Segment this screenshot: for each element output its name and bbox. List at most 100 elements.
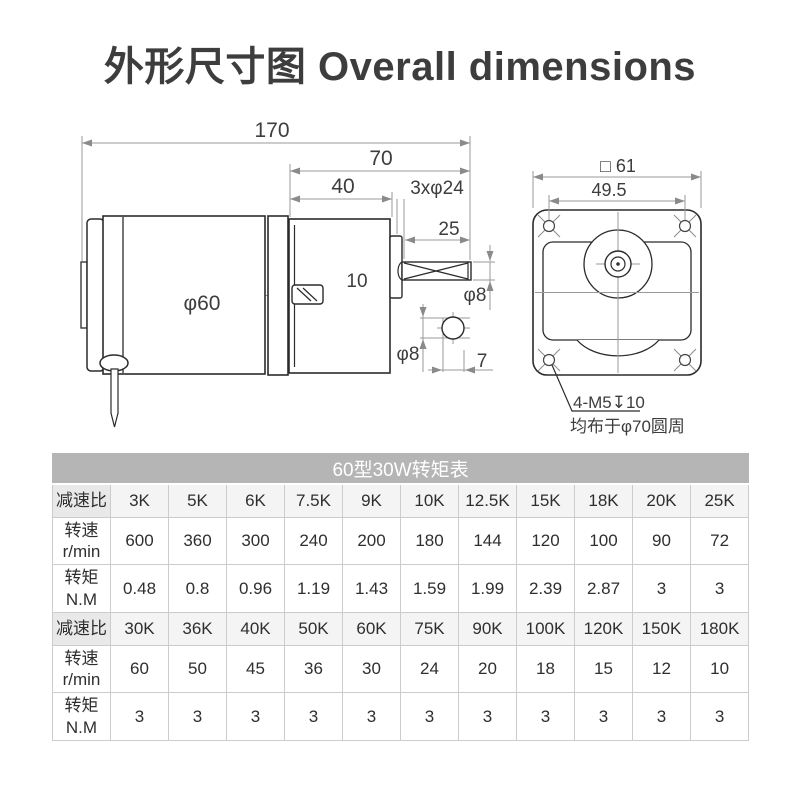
table-cell: 3 [284, 692, 343, 741]
table-cell: 30K [110, 612, 169, 646]
table-cell: 9K [342, 483, 401, 518]
row-label-torque-unit: N.M [65, 589, 98, 609]
table-cell: 3 [110, 692, 169, 741]
table-cell: 24 [400, 645, 459, 693]
table-cell: 3 [226, 692, 285, 741]
dimension-drawing: 170 70 40 3xφ24 25 10 φ60 φ8 φ8 7 [80, 119, 702, 436]
table-cell: 200 [342, 517, 401, 565]
mounting-note-line1: 4-M5↧10 [573, 393, 645, 412]
table-cell: 3 [168, 692, 227, 741]
table-cell: 12.5K [458, 483, 517, 518]
table-cell: 144 [458, 517, 517, 565]
table-cell: 20 [458, 645, 517, 693]
table-cell: 3 [574, 692, 633, 741]
table-cell: 15 [574, 645, 633, 693]
table-cell: 3 [632, 692, 691, 741]
table-cell: 36 [284, 645, 343, 693]
row-label-speed: 转速 r/min [52, 517, 111, 565]
row-label-torque-cn: 转矩 [64, 696, 99, 716]
table-cell: 30 [342, 645, 401, 693]
table-cell: 120 [516, 517, 575, 565]
table-cell: 7.5K [284, 483, 343, 518]
table-cell: 60K [342, 612, 401, 646]
table-cell: 0.8 [168, 564, 227, 613]
table-row-speed-1: 转速 r/min 600 360 300 240 200 180 144 120… [52, 517, 750, 565]
row-label-torque: 转矩 N.M [52, 692, 111, 741]
table-cell: 60 [110, 645, 169, 693]
table-title-row: 60型30W转矩表 [51, 453, 750, 485]
table-cell: 180 [400, 517, 459, 565]
mounting-holes [537, 214, 697, 372]
table-cell: 2.39 [516, 564, 575, 613]
table-cell: 6K [226, 483, 285, 518]
table-cell: 3 [400, 692, 459, 741]
table-cell: 18K [574, 483, 633, 518]
dim-boss-diameter: 3xφ24 [410, 178, 464, 199]
table-cell: 25K [689, 483, 750, 518]
motor-side-view: 170 70 40 3xφ24 25 10 φ60 φ8 φ8 7 [80, 119, 495, 428]
table-cell: 3 [458, 692, 517, 741]
torque-table: 60型30W转矩表 减速比 3K 5K 6K 7.5K 9K 10K 12.5K… [51, 453, 750, 741]
table-cell: 15K [516, 483, 575, 518]
table-cell: 180K [689, 612, 750, 646]
row-label-speed: 转速 r/min [52, 645, 111, 693]
table-cell: 600 [110, 517, 169, 565]
table-cell: 3 [632, 564, 691, 613]
table-cell: 90 [632, 517, 691, 565]
table-cell: 100K [516, 612, 575, 646]
table-cell: 75K [400, 612, 459, 646]
row-label-ratio: 减速比 [52, 612, 111, 646]
table-cell: 5K [168, 483, 227, 518]
dim-rear-shaft-diameter: φ8 [397, 344, 420, 365]
row-label-speed-unit: r/min [62, 670, 101, 689]
table-cell: 10K [400, 483, 459, 518]
table-cell: 1.43 [342, 564, 401, 613]
row-label-torque-unit: N.M [65, 717, 98, 737]
table-cell: 1.59 [400, 564, 459, 613]
dim-hole-spacing: 49.5 [591, 180, 626, 200]
table-row-ratio-2: 减速比 30K 36K 40K 50K 60K 75K 90K 100K 120… [52, 612, 750, 646]
table-cell: 50K [284, 612, 343, 646]
table-cell: 40K [226, 612, 285, 646]
table-cell: 360 [168, 517, 227, 565]
table-cell: 3 [689, 564, 750, 613]
table-cell: 1.99 [458, 564, 517, 613]
table-row-speed-2: 转速 r/min 60 50 45 36 30 24 20 18 15 12 1… [52, 645, 750, 693]
table-cell: 90K [458, 612, 517, 646]
table-cell: 120K [574, 612, 633, 646]
table-cell: 240 [284, 517, 343, 565]
table-cell: 72 [689, 517, 750, 565]
table-cell: 3 [342, 692, 401, 741]
table-cell: 36K [168, 612, 227, 646]
row-label-torque-cn: 转矩 [64, 568, 99, 588]
dim-flange-square: □ 61 [600, 156, 636, 176]
table-cell: 3K [110, 483, 169, 518]
table-cell: 3 [516, 692, 575, 741]
row-label-speed-unit: r/min [62, 542, 101, 561]
dim-shaft-diameter: φ8 [464, 285, 487, 306]
page-title: 外形尺寸图 Overall dimensions [103, 45, 697, 89]
table-cell: 0.48 [110, 564, 169, 613]
table-cell: 50 [168, 645, 227, 693]
table-row-ratio-1: 减速比 3K 5K 6K 7.5K 9K 10K 12.5K 15K 18K 2… [52, 483, 750, 518]
dim-total-length: 170 [254, 119, 289, 142]
row-label-ratio: 减速比 [52, 483, 111, 518]
mounting-note-line2: 均布于φ70圆周 [570, 417, 685, 436]
gearbox-front-view: □ 61 49.5 4-M5↧10 均布于φ70圆周 [532, 156, 702, 436]
table-cell: 10 [689, 645, 750, 693]
table-cell: 45 [226, 645, 285, 693]
table-cell: 100 [574, 517, 633, 565]
table-cell: 18 [516, 645, 575, 693]
dim-body-diameter: φ60 [184, 292, 221, 315]
row-label-speed-cn: 转速 [64, 520, 99, 540]
table-row-torque-1: 转矩 N.M 0.48 0.8 0.96 1.19 1.43 1.59 1.99… [52, 564, 750, 613]
dim-shaft-offset: 10 [346, 271, 367, 292]
table-cell: 20K [632, 483, 691, 518]
row-label-torque: 转矩 N.M [52, 564, 111, 613]
table-cell: 3 [689, 692, 750, 741]
table-cell: 150K [632, 612, 691, 646]
dim-gearhead-length: 70 [369, 147, 392, 170]
table-cell: 0.96 [226, 564, 285, 613]
table-title: 60型30W转矩表 [51, 453, 750, 485]
